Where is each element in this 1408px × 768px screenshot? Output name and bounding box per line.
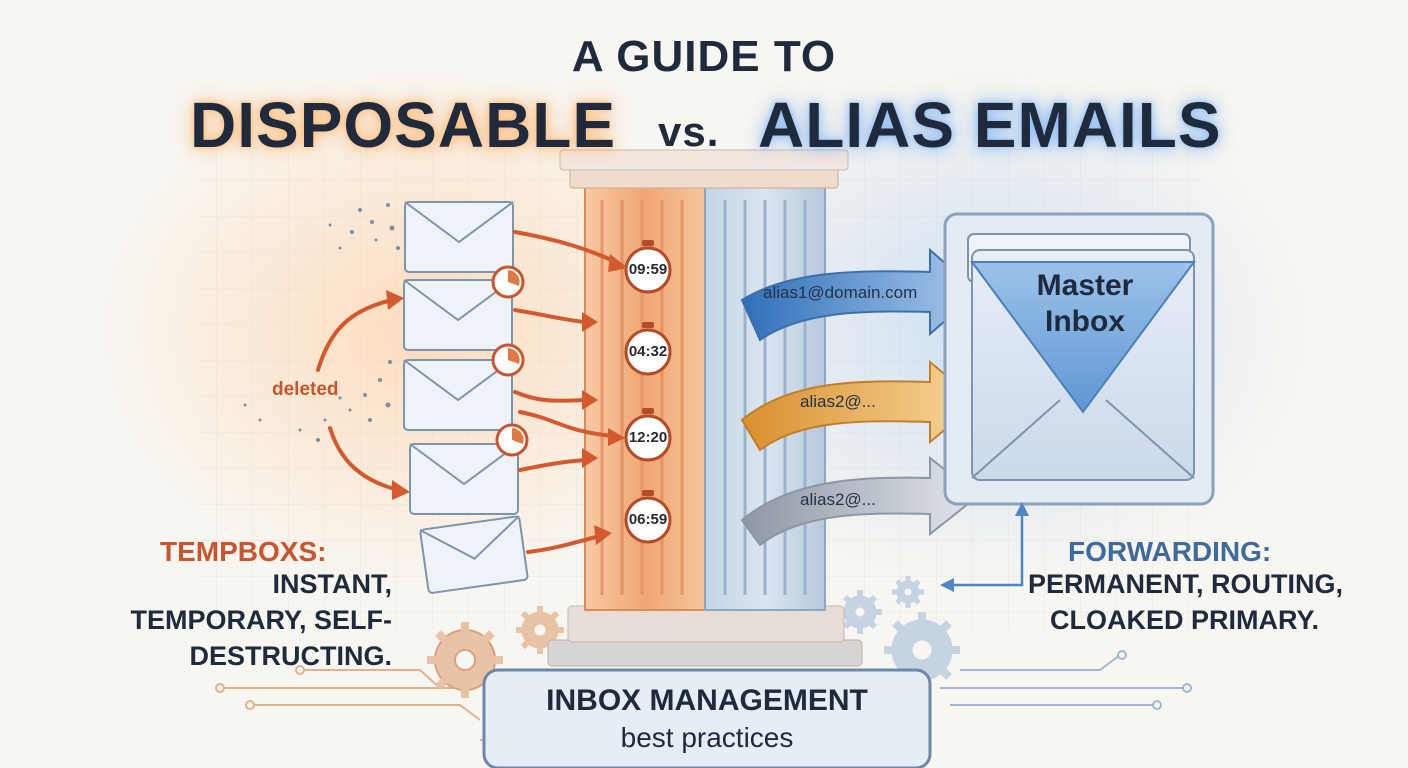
deleted-label: deleted [272, 379, 339, 400]
footer-title: INBOX MANAGEMENT [546, 684, 868, 717]
alias-label: alias2@... [800, 392, 876, 411]
title-disposable: DISPOSABLE [190, 89, 617, 161]
title-top: A GUIDE TO [571, 32, 837, 81]
title-alias-emails: ALIAS EMAILS [758, 89, 1222, 161]
feedback-arrow [950, 515, 1024, 587]
timer-label: 06:59 [628, 511, 668, 528]
particles [243, 203, 400, 442]
footer-panel [482, 668, 932, 768]
timer-label: 09:59 [628, 261, 668, 278]
tempboxs-description: INSTANT, TEMPORARY, SELF-DESTRUCTING. [130, 569, 392, 671]
alias-label: alias1@domain.com [763, 283, 918, 302]
master-inbox-label: Master [1036, 269, 1134, 302]
forwarding-description-line2: CLOAKED PRIMARY. [1050, 605, 1320, 635]
envelope-icons [403, 201, 529, 594]
tempboxs-heading: TEMPBOXS: [160, 536, 327, 567]
disposable-arrows [316, 230, 618, 554]
title-vs: vs. [658, 108, 720, 155]
forwarding-description-line1: PERMANENT, ROUTING, [1028, 569, 1344, 599]
timer-label: 12:20 [628, 429, 668, 446]
timer-icons [624, 246, 672, 544]
footer-subtitle: best practices [620, 722, 794, 753]
arrow-heads [386, 254, 628, 545]
master-inbox-label: Inbox [1045, 305, 1125, 338]
alias-label: alias2@... [800, 490, 876, 509]
alias-arrows [740, 247, 980, 547]
master-inbox-icon [943, 212, 1215, 506]
timer-label: 04:32 [628, 343, 668, 360]
forwarding-heading: FORWARDING: [1068, 536, 1272, 567]
